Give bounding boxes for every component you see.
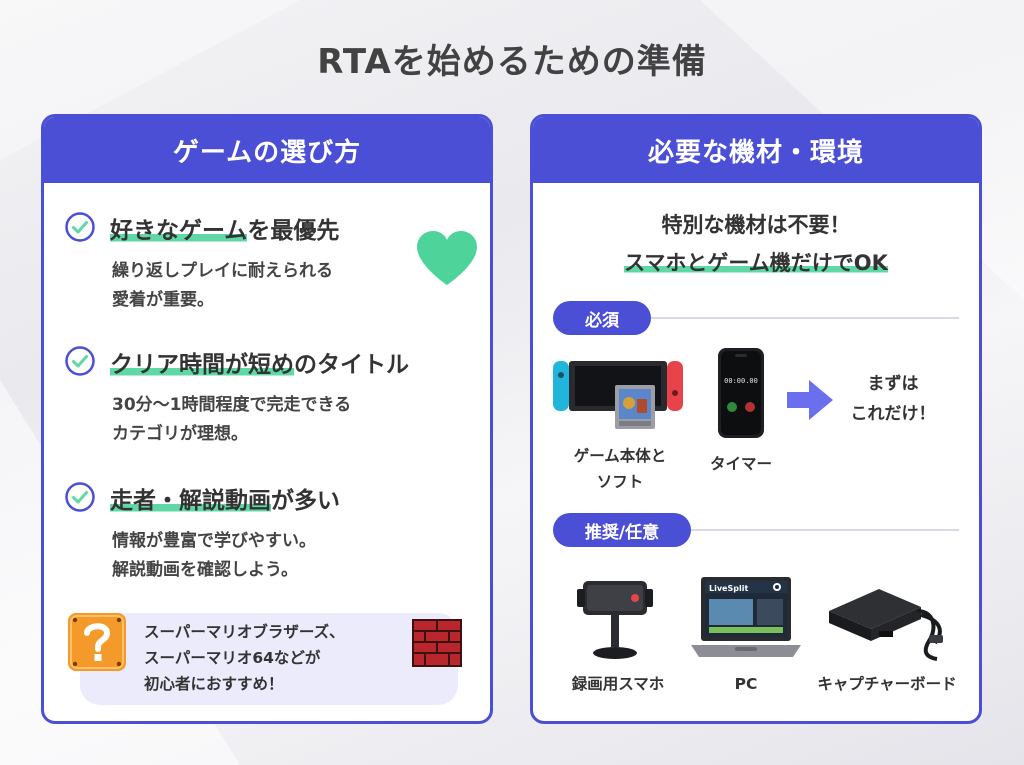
recording-phone-icon — [577, 581, 653, 659]
item-heading-short-clear: クリア時間が短めのタイトル — [110, 345, 409, 379]
timer-phone-icon: 00:00.00 — [718, 348, 764, 438]
required-pill: 必須 — [553, 301, 651, 335]
note-line: 初心者におすすめ！ — [144, 675, 284, 693]
game-console-icon — [553, 361, 683, 429]
brick-block-icon — [412, 619, 462, 667]
intro-line-1: 特別な機材は不要！ — [661, 213, 851, 237]
arrow-right-icon — [787, 380, 833, 420]
item-desc-many-runners: 情報が豊富で学びやすい。 解説動画を確認しよう。 — [112, 527, 316, 585]
item-desc-short-clear: 30分〜1時間程度で完走できる カテゴリが理想。 — [112, 391, 351, 449]
heart-icon — [417, 231, 477, 285]
callout-line: これだけ！ — [850, 404, 936, 424]
check-icon — [65, 212, 95, 242]
heading-rest: のタイトル — [294, 352, 409, 378]
heading-highlight: クリア時間が短め — [110, 352, 294, 378]
equipment-header: 必要な機材・環境 — [533, 117, 979, 183]
desc-line: 30分〜1時間程度で完走できる — [112, 395, 352, 415]
label-line: ゲーム本体と — [573, 447, 667, 465]
desc-line: 愛着が重要。 — [112, 290, 214, 310]
section-divider — [651, 317, 959, 319]
callout-text: まずは これだけ！ — [833, 369, 953, 429]
pc-app-name: LiveSplit — [709, 584, 748, 593]
equipment-panel: 必要な機材・環境 特別な機材は不要！ スマホとゲーム機だけでOK 必須 ゲーム本… — [530, 114, 982, 724]
item-heading-many-runners: 走者・解説動画が多い — [110, 481, 340, 515]
recording-phone-label: 録画用スマホ — [571, 675, 665, 693]
timer-display: 00:00.00 — [724, 377, 758, 385]
heading-highlight: 走者・解説動画 — [110, 488, 271, 514]
pc-label: PC — [734, 675, 758, 693]
capture-board-icon — [829, 589, 943, 661]
heading-rest: が多い — [271, 488, 340, 514]
desc-line: 繰り返しプレイに耐えられる — [112, 261, 333, 281]
note-text: スーパーマリオブラザーズ、 スーパーマリオ64などが 初心者におすすめ！ — [144, 619, 345, 697]
item-heading-favorite: 好きなゲームを最優先 — [110, 211, 339, 245]
question-block-icon — [68, 613, 126, 671]
check-icon — [65, 482, 95, 512]
desc-line: カテゴリが理想。 — [112, 424, 248, 444]
check-icon — [65, 346, 95, 376]
page-title: RTAを始めるための準備 — [317, 42, 707, 82]
laptop-icon: LiveSplit — [691, 577, 801, 657]
intro-line-2: スマホとゲーム機だけでOK — [533, 247, 979, 277]
timer-label: タイマー — [709, 455, 772, 473]
console-label: ゲーム本体と ソフト — [545, 443, 695, 495]
section-divider — [691, 529, 959, 531]
intro-highlight: スマホとゲーム機だけでOK — [624, 251, 888, 275]
item-desc-favorite: 繰り返しプレイに耐えられる 愛着が重要。 — [112, 257, 333, 315]
game-selection-header: ゲームの選び方 — [44, 117, 490, 183]
recommended-pill: 推奨/任意 — [553, 513, 691, 547]
game-selection-panel: ゲームの選び方 好きなゲームを最優先 繰り返しプレイに耐えられる 愛着が重要。 … — [41, 114, 493, 724]
desc-line: 情報が豊富で学びやすい。 — [112, 531, 316, 551]
heading-rest: を最優先 — [247, 218, 340, 244]
capture-board-label: キャプチャーボード — [817, 675, 957, 693]
note-line: スーパーマリオブラザーズ、 — [144, 623, 345, 641]
heading-highlight: 好きなゲーム — [110, 218, 248, 244]
note-line: スーパーマリオ64などが — [144, 649, 321, 667]
label-line: ソフト — [596, 473, 644, 491]
recommendation-note — [80, 613, 458, 705]
callout-line: まずは — [867, 374, 919, 394]
desc-line: 解説動画を確認しよう。 — [112, 560, 298, 580]
